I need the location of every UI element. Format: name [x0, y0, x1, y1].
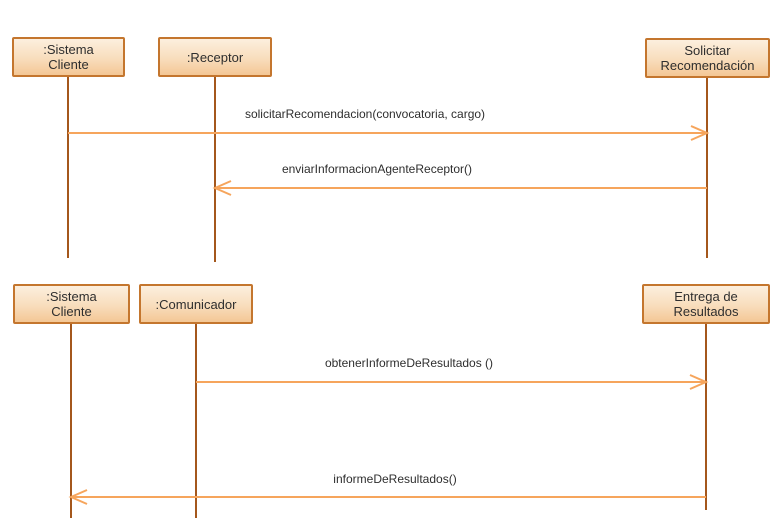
actor-label-line: Cliente: [51, 304, 92, 319]
actor-label-line: Recomendación: [660, 58, 755, 73]
message-label-enviar-informacion: enviarInformacionAgenteReceptor(): [281, 162, 473, 176]
message-label-informe-resultados: informeDeResultados(): [333, 472, 457, 486]
actor-box-comunicador: :Comunicador: [139, 284, 253, 324]
actor-box-receptor: :Receptor: [158, 37, 272, 77]
actor-box-sistema-cliente-bottom: :Sistema Cliente: [13, 284, 130, 324]
actor-label-line: Resultados: [673, 304, 739, 319]
message-label-solicitar-recomendacion: solicitarRecomendacion(convocatoria, car…: [244, 107, 486, 121]
message-arrowhead-left-2: [212, 180, 232, 196]
actor-label-line: :Sistema: [46, 289, 97, 304]
message-arrowhead-left-4: [68, 489, 88, 505]
actor-label-line: Cliente: [48, 57, 89, 72]
actor-label-line: Entrega de: [674, 289, 738, 304]
actor-box-sistema-cliente-top: :Sistema Cliente: [12, 37, 125, 77]
actor-box-entrega-resultados: Entrega de Resultados: [642, 284, 770, 324]
actor-label-line: :Comunicador: [155, 296, 237, 312]
actor-label-line: Solicitar: [684, 43, 731, 58]
message-arrowhead-right-3: [689, 374, 709, 390]
actor-label-line: :Sistema: [43, 42, 94, 57]
actor-box-solicitar-recomendacion: Solicitar Recomendación: [645, 38, 770, 78]
message-label-obtener-informe: obtenerInformeDeResultados (): [324, 356, 494, 370]
message-arrowhead-right-1: [690, 125, 710, 141]
actor-label-line: :Receptor: [186, 49, 244, 65]
